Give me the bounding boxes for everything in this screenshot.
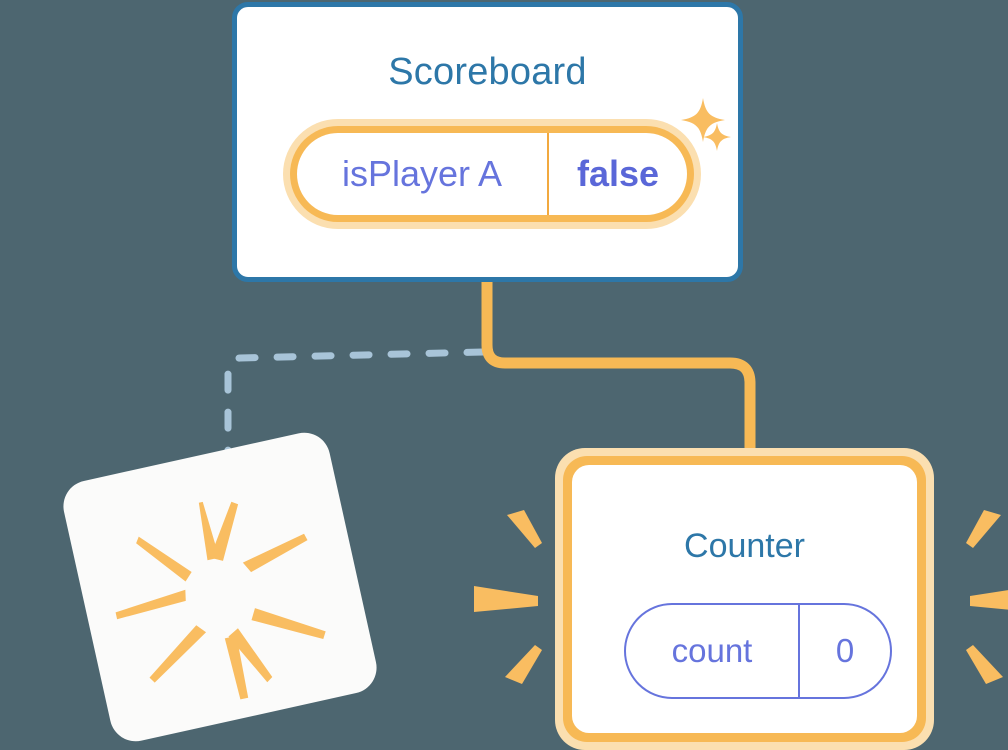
counter-burst-rays-left [474,510,542,684]
orange-connector-path [481,282,756,470]
counter-state-pill[interactable]: count 0 [624,603,892,699]
counter-card-ring: Counter count 0 [563,456,926,742]
burst-ray [966,645,1003,684]
scoreboard-state-pill-ring: isPlayer A false [290,126,694,222]
counter-card[interactable]: Counter count 0 [555,448,934,750]
burst-ray [966,510,1001,548]
burst-ray [474,586,538,612]
counter-burst-rays-right [966,510,1008,684]
scoreboard-state-value: false [576,153,660,194]
counter-title: Counter [684,527,805,565]
scoreboard-state-key: isPlayer A [297,133,549,215]
burst-ray [507,510,542,548]
counter-state-value: 0 [835,632,855,669]
counter-card-face: Counter count 0 [572,465,917,733]
scoreboard-state-pill-face: isPlayer A false [297,133,687,215]
counter-state-key: count [626,605,800,697]
sparkle-large-icon [681,98,725,142]
scoreboard-state-pill[interactable]: isPlayer A false [283,119,701,229]
sparkle-small-icon [703,123,731,151]
scoreboard-title: Scoreboard [388,51,587,93]
blank-card[interactable] [58,427,382,747]
burst-ray [505,645,542,684]
scoreboard-card[interactable]: Scoreboard isPlayer A false [232,2,743,282]
burst-ray [970,590,1008,610]
